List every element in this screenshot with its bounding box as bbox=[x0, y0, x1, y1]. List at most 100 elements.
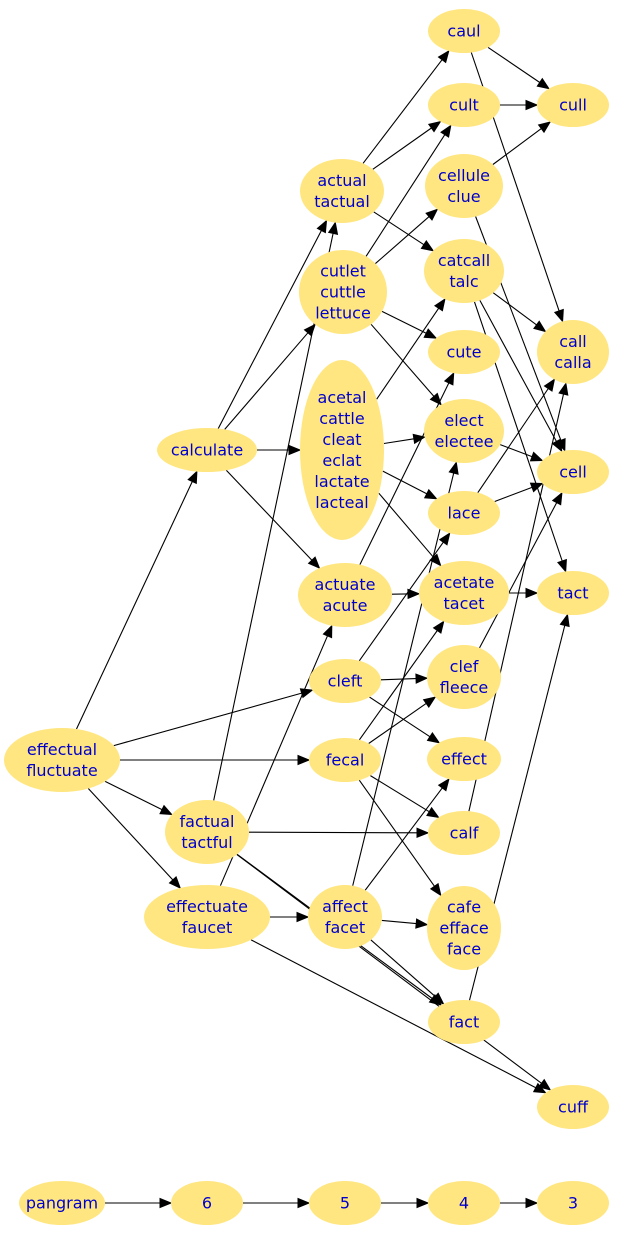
edge-line bbox=[373, 211, 425, 246]
arrow-head bbox=[559, 613, 570, 628]
edge-fecal-acetate bbox=[358, 620, 445, 741]
node-n6: 6 bbox=[171, 1181, 243, 1225]
arrow-head bbox=[533, 320, 547, 333]
arrow-head bbox=[297, 754, 311, 766]
node-label: cafe bbox=[447, 898, 481, 917]
arrow-head bbox=[532, 1082, 547, 1094]
node-label: eclat bbox=[322, 451, 361, 470]
arrow-head bbox=[426, 732, 441, 744]
arrow-head bbox=[525, 587, 539, 599]
node-label: tactual bbox=[314, 192, 370, 211]
edge-calculate-actuate bbox=[225, 469, 321, 570]
edges-layer bbox=[76, 46, 570, 1209]
edge-line bbox=[369, 696, 431, 738]
arrow-head bbox=[529, 482, 544, 493]
node-factual: factual tactful bbox=[165, 800, 249, 864]
node-label: electee bbox=[435, 432, 494, 451]
edge-cleft-effect bbox=[369, 696, 441, 744]
edge-acetal-elect bbox=[383, 433, 426, 445]
node-ellipse bbox=[537, 571, 609, 615]
node-label: cull bbox=[559, 96, 587, 115]
edge-cutlet-cellule bbox=[375, 208, 439, 265]
node-ellipse bbox=[428, 1000, 500, 1044]
edge-n5-n4 bbox=[381, 1197, 430, 1209]
node-ellipse bbox=[299, 250, 387, 334]
arrow-head bbox=[536, 77, 550, 90]
arrow-head bbox=[537, 1078, 552, 1091]
node-label: actuate bbox=[315, 575, 376, 594]
node-ellipse bbox=[424, 239, 504, 303]
edge-acetal-lace bbox=[382, 470, 438, 500]
nodes-layer: caulcullcultactualtactualcellulecluecutl… bbox=[4, 9, 609, 1225]
edge-line bbox=[104, 780, 163, 811]
node-label: factual bbox=[180, 812, 235, 831]
edge-line bbox=[381, 310, 427, 334]
node-cuff: cuff bbox=[537, 1085, 609, 1129]
arrow-head bbox=[429, 392, 442, 406]
edge-line bbox=[358, 541, 444, 662]
edge-factual-actual bbox=[213, 221, 339, 801]
node-label: catcall bbox=[438, 251, 490, 270]
node-label: cute bbox=[446, 343, 481, 362]
edge-calculate-cutlet bbox=[224, 323, 316, 430]
node-ellipse bbox=[309, 659, 381, 703]
edge-line bbox=[370, 323, 435, 397]
edge-effectual-calculate bbox=[76, 470, 198, 730]
arrow-head bbox=[432, 620, 445, 634]
edge-pangram-n6 bbox=[105, 1197, 173, 1209]
node-ellipse bbox=[428, 9, 500, 53]
arrow-head bbox=[553, 308, 564, 323]
node-fecal: fecal bbox=[309, 738, 381, 782]
node-label: 5 bbox=[340, 1194, 350, 1213]
node-ellipse bbox=[537, 450, 609, 494]
edge-line bbox=[500, 444, 533, 458]
edge-cutlet-cult bbox=[365, 124, 452, 257]
arrow-head bbox=[296, 911, 310, 923]
arrow-head bbox=[307, 556, 321, 570]
node-calculate: calculate bbox=[157, 428, 257, 472]
edge-line bbox=[372, 127, 432, 170]
edge-effectuate-affect bbox=[270, 911, 310, 923]
arrow-head bbox=[551, 491, 563, 506]
node-n4: 4 bbox=[428, 1181, 500, 1225]
edge-line bbox=[375, 216, 430, 265]
node-label: calculate bbox=[171, 441, 243, 460]
edge-line bbox=[364, 787, 443, 891]
arrow-head bbox=[168, 876, 182, 889]
node-label: pangram bbox=[26, 1194, 98, 1213]
node-label: cleft bbox=[328, 672, 363, 691]
node-ellipse bbox=[308, 885, 382, 949]
node-label: tactful bbox=[181, 833, 232, 852]
node-ellipse bbox=[537, 1085, 609, 1129]
node-label: cattle bbox=[319, 409, 364, 428]
node-n3: 3 bbox=[537, 1181, 609, 1225]
edge-fecal-clef bbox=[368, 696, 437, 744]
node-label: 3 bbox=[568, 1194, 578, 1213]
edge-cleft-lace bbox=[358, 532, 451, 662]
arrow-head bbox=[437, 778, 450, 792]
node-catcall: catcall talc bbox=[424, 239, 504, 303]
node-label: faucet bbox=[182, 918, 233, 937]
edge-cleft-clef bbox=[380, 673, 429, 684]
node-label: facet bbox=[325, 918, 365, 937]
arrow-head bbox=[440, 124, 452, 138]
node-label: talc bbox=[449, 272, 478, 291]
node-ellipse bbox=[537, 83, 609, 127]
node-ellipse bbox=[309, 1181, 381, 1225]
edge-cellule-cull bbox=[492, 121, 552, 165]
node-ellipse bbox=[537, 1181, 609, 1225]
node-ellipse bbox=[427, 645, 501, 709]
node-calf: calf bbox=[428, 811, 500, 855]
edge-line bbox=[352, 472, 455, 886]
node-ellipse bbox=[144, 885, 270, 949]
arrow-head bbox=[316, 219, 328, 234]
arrow-head bbox=[426, 806, 440, 819]
arrow-head bbox=[407, 588, 421, 600]
node-ellipse bbox=[428, 330, 500, 374]
